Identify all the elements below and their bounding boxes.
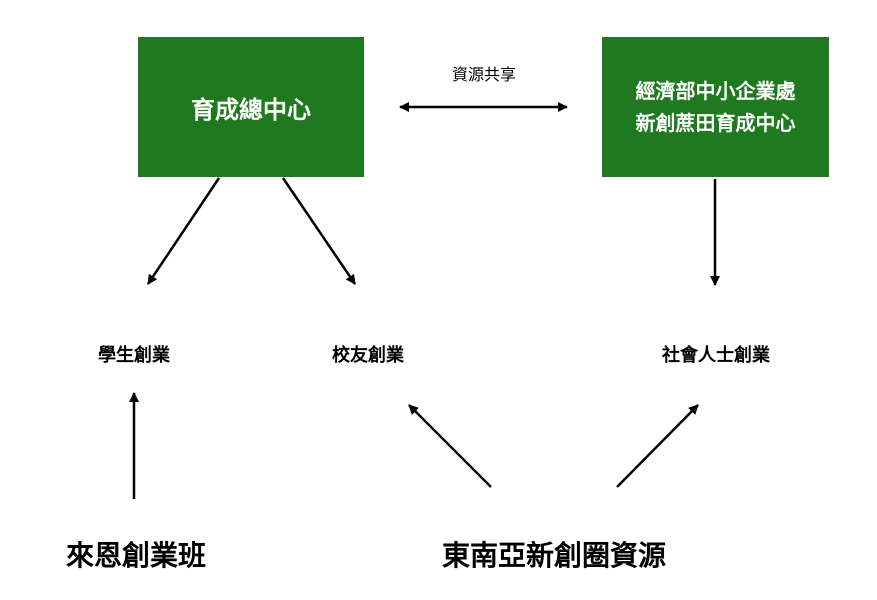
- alumni-startup-label: 校友創業: [332, 345, 404, 366]
- laien-class-label: 來恩創業班: [65, 539, 207, 572]
- moea-center-label-line2: 新創蔗田育成中心: [635, 111, 796, 135]
- public-startup-label: 社會人士創業: [662, 345, 770, 366]
- arrow-center-to-alumni: [281, 177, 357, 285]
- arrow-center-to-student: [146, 177, 221, 285]
- resource-sharing-label: 資源共享: [451, 65, 517, 84]
- sea-resources-label: 東南亞新創圈資源: [441, 539, 667, 572]
- arrow-resources-to-public: [616, 404, 699, 488]
- incubation-center-label: 育成總中心: [191, 95, 311, 124]
- arrow-resources-to-alumni: [408, 404, 492, 488]
- moea-center-box: 經濟部中小企業處 新創蔗田育成中心: [602, 37, 829, 177]
- incubation-center-box: 育成總中心: [138, 37, 364, 177]
- student-startup-label: 學生創業: [98, 345, 170, 366]
- moea-center-label-line1: 經濟部中小企業處: [635, 79, 796, 103]
